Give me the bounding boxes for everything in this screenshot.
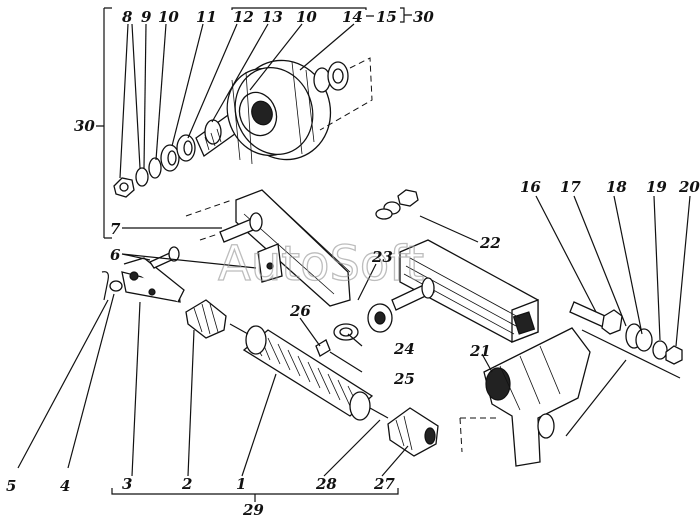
bolt-part-16: [569, 301, 623, 335]
label-4: 4: [60, 477, 70, 495]
label-25: 25: [393, 370, 415, 388]
label-24: 24: [393, 340, 415, 358]
pin-part-6: [149, 246, 180, 269]
circlip-part-15: [313, 61, 349, 93]
mounting-bracket-part-21: [459, 327, 591, 467]
washer-part-19: [652, 340, 668, 360]
nut-washer-set: [375, 189, 419, 220]
label-15: 15: [376, 8, 397, 26]
label-20: 20: [678, 178, 700, 196]
nut-part-20: [665, 345, 683, 365]
watermark-text: AutoSoft: [218, 236, 424, 292]
pulley-wheel-part-14: [226, 59, 332, 165]
washer-part-9: [135, 167, 149, 187]
top-bracket-group-30: [96, 7, 412, 239]
label-26: 26: [289, 302, 311, 320]
label-27: 27: [373, 475, 395, 493]
label-21: 21: [469, 342, 491, 360]
cotter-pin-part-5: [101, 271, 109, 301]
label-10a: 10: [158, 8, 179, 26]
label-11: 11: [196, 8, 217, 26]
bolt-part-23: [391, 277, 435, 311]
bearing-part-11: [160, 134, 196, 172]
stud-part-7: [219, 212, 263, 243]
label-30-top: 30: [413, 8, 434, 26]
label-30-left: 30: [74, 117, 95, 135]
part-labels: 8 9 10 11 12 13 10 14 15 30 30 7 6 22 23…: [6, 8, 700, 519]
label-29: 29: [242, 501, 264, 519]
label-2: 2: [181, 475, 192, 493]
washer-part-10: [148, 157, 162, 179]
label-23: 23: [371, 248, 393, 266]
screw-part-26: [315, 339, 331, 357]
leader-lines: [17, 23, 691, 477]
spring-cap-part-2: [185, 299, 227, 339]
label-13: 13: [262, 8, 283, 26]
washer-part-4: [109, 280, 123, 292]
spring-cap-part-27: [387, 407, 439, 457]
label-28: 28: [315, 475, 337, 493]
pulley-assembly: [113, 57, 373, 198]
washer-part-24: [333, 323, 359, 341]
label-12: 12: [233, 8, 254, 26]
channel-bracket: [391, 239, 539, 343]
label-9: 9: [141, 8, 152, 26]
label-18: 18: [606, 178, 627, 196]
label-19: 19: [646, 178, 667, 196]
bottom-bracket-group-29: [111, 488, 399, 502]
fork-part-3: [121, 257, 185, 303]
tensioner-arm-part-22: [185, 189, 393, 333]
label-16: 16: [520, 178, 541, 196]
label-14: 14: [342, 8, 363, 26]
label-10b: 10: [296, 8, 317, 26]
label-6: 6: [110, 246, 121, 264]
washer-part-18: [635, 328, 653, 352]
label-8: 8: [122, 8, 133, 26]
nut-part-8: [113, 177, 135, 198]
label-5: 5: [6, 477, 16, 495]
label-7: 7: [110, 220, 121, 238]
label-3: 3: [122, 475, 132, 493]
spring-part-1: [229, 323, 389, 421]
label-17: 17: [560, 178, 581, 196]
label-1: 1: [236, 475, 246, 493]
label-22: 22: [479, 234, 501, 252]
